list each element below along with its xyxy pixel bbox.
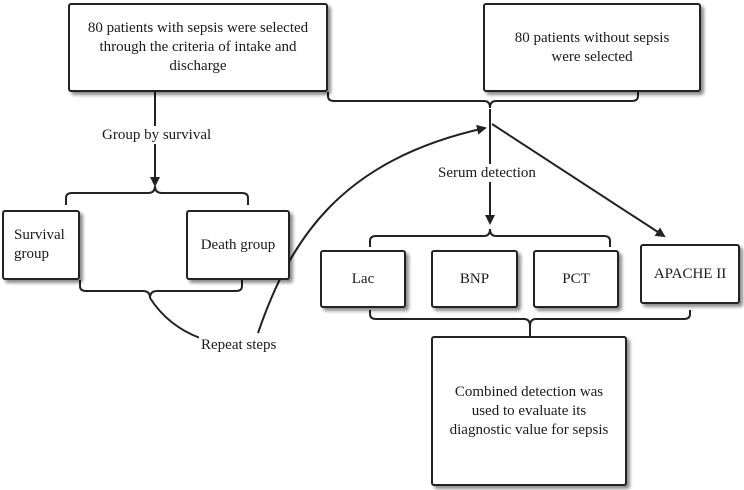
apache-text: APACHE II — [653, 265, 727, 282]
arrow-to-apache — [491, 123, 666, 238]
non-sepsis-selected-box: 80 patients without sepsis were selected — [483, 3, 701, 92]
survival-group-text: Survival group — [14, 227, 65, 262]
brace-markers-top — [369, 228, 611, 247]
bnp-box: BNP — [431, 250, 518, 308]
death-group-box: Death group — [186, 210, 290, 280]
sepsis-selected-text: 80 patients with sepsis were selected th… — [87, 20, 309, 74]
non-sepsis-selected-text: 80 patients without sepsis were selected — [514, 29, 670, 65]
repeat-steps-curve — [257, 124, 487, 334]
lac-text: Lac — [351, 270, 375, 287]
brace-markers-bottom — [369, 310, 691, 327]
serum-detection-label: Serum detection — [436, 164, 538, 182]
pct-text: PCT — [562, 270, 590, 287]
death-group-text: Death group — [200, 236, 276, 253]
survival-group-box: Survival group — [2, 210, 80, 280]
combined-detection-box: Combined detection was used to evaluate … — [431, 336, 627, 486]
brace-groups-top — [65, 185, 249, 205]
group-by-survival-label: Group by survival — [100, 126, 214, 144]
pct-box: PCT — [533, 250, 619, 308]
line-to-repeat-steps — [149, 297, 201, 339]
apache-box: APACHE II — [640, 244, 740, 304]
lac-box: Lac — [320, 250, 406, 308]
brace-top-boxes — [327, 92, 639, 109]
combined-detection-text: Combined detection was used to evaluate … — [449, 383, 609, 438]
repeat-steps-label: Repeat steps — [199, 336, 279, 354]
sepsis-selected-box: 80 patients with sepsis were selected th… — [68, 3, 328, 92]
bnp-text: BNP — [459, 270, 490, 287]
brace-groups-bottom — [79, 280, 243, 299]
